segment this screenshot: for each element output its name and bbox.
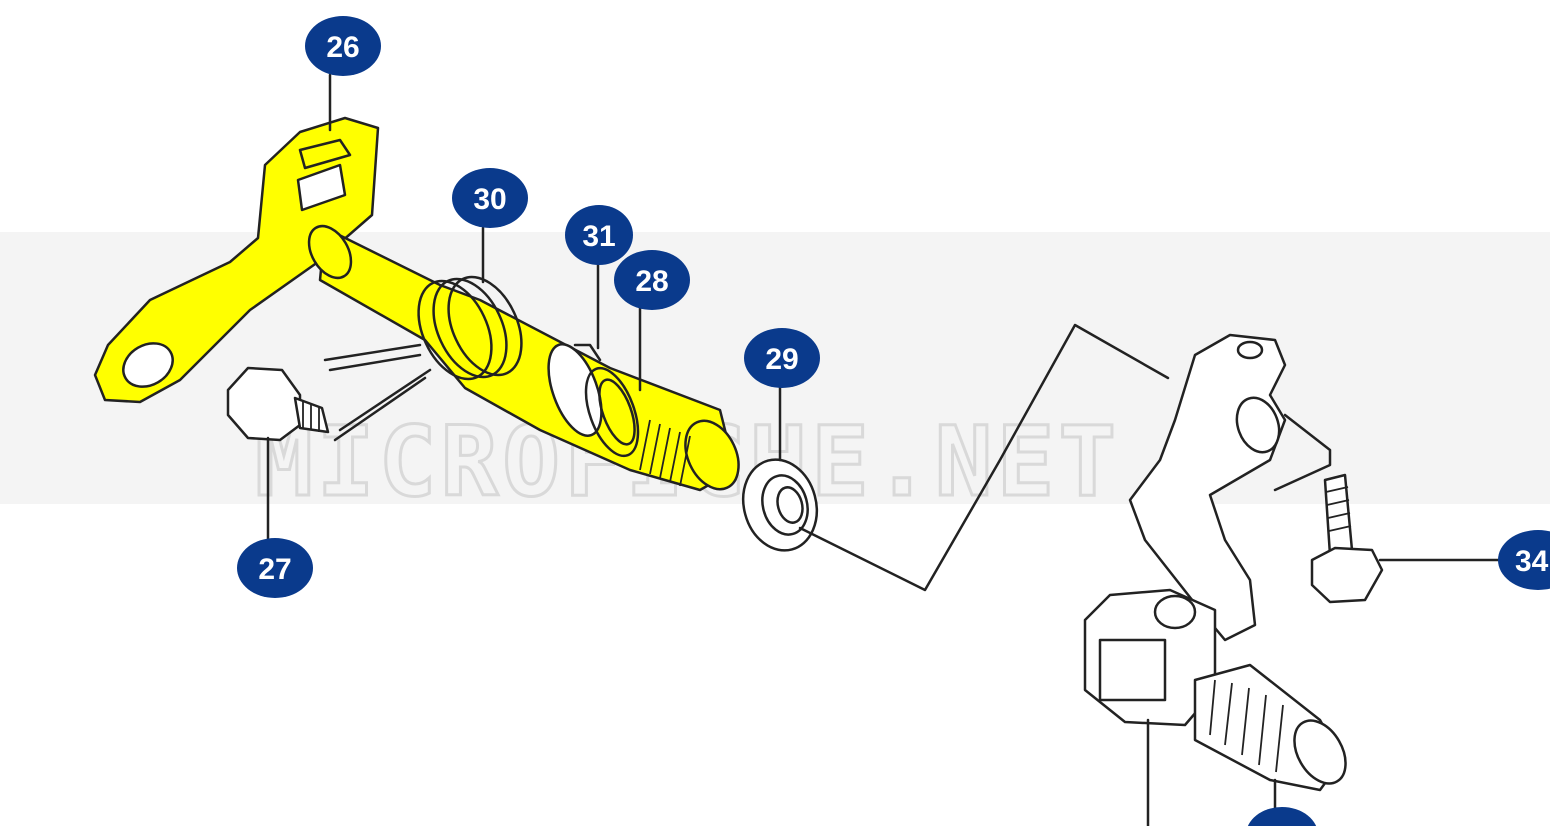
callout-29[interactable]: 29: [744, 328, 820, 388]
part-28-washer[interactable]: [576, 361, 649, 463]
callout-27[interactable]: 27: [237, 538, 313, 598]
assembly-guide-lines: [798, 323, 1332, 826]
callout-26[interactable]: 26: [305, 16, 381, 76]
callout-29-label: 29: [765, 343, 798, 376]
callout-26-label: 26: [326, 31, 359, 64]
callout-30-label: 30: [473, 183, 506, 216]
part-gearshift-arm[interactable]: [1083, 333, 1356, 792]
part-34-flange-bolt[interactable]: [1310, 473, 1384, 604]
callout-30[interactable]: 30: [452, 168, 528, 228]
callout-31[interactable]: 31: [565, 205, 633, 265]
part-29-oil-seal[interactable]: [733, 451, 826, 559]
callout-31-label: 31: [582, 220, 615, 253]
part-30-spring[interactable]: [323, 265, 536, 442]
callout-28[interactable]: 28: [614, 250, 690, 310]
callout-34[interactable]: 34: [1498, 530, 1550, 590]
callout-34-label: 34: [1515, 545, 1549, 578]
callout-cut-off[interactable]: [1246, 807, 1318, 826]
callout-27-label: 27: [258, 553, 291, 586]
callout-28-label: 28: [635, 265, 668, 298]
callout-leaders: [266, 73, 1502, 562]
part-27-bolt[interactable]: [226, 366, 330, 442]
